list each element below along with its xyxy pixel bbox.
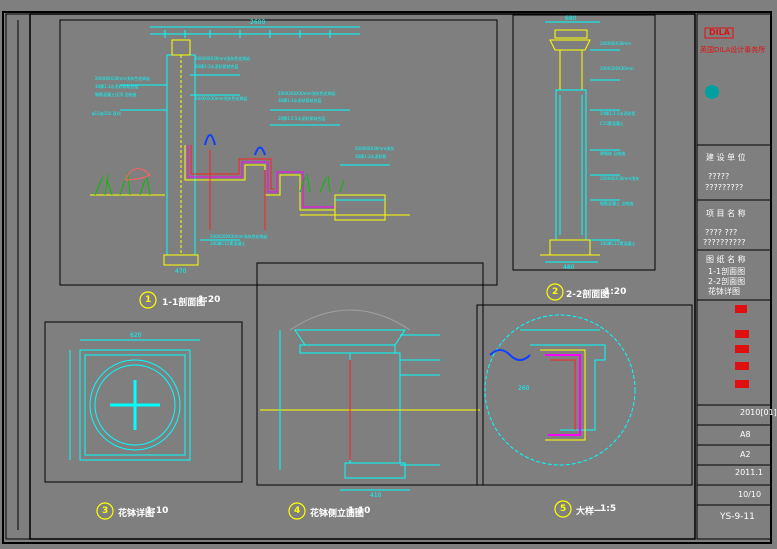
drawing-date: 2011.1 (735, 468, 763, 477)
view-5-title: 大样一 (576, 507, 604, 517)
client-sub: ????????? (705, 183, 744, 192)
dim-1-bottom: 470 (175, 268, 187, 275)
planter-detail (69, 339, 200, 461)
client-name: ????? (708, 172, 730, 181)
view-3-scale: 1:10 (146, 506, 169, 516)
dim-2-top: 680 (565, 15, 577, 22)
dim-2-bottom: 480 (563, 264, 575, 271)
drawing-name-1: 1-1剖面图 (708, 267, 746, 276)
view-1-number: 1 (145, 295, 152, 305)
view-2-title: 2-2剖面图 (566, 290, 610, 300)
svg-text:200X60X30mm浅灰色花岗岩: 200X60X30mm浅灰色花岗岩 (195, 55, 250, 61)
signature-3 (735, 345, 749, 353)
view-3-number: 3 (102, 506, 109, 516)
svg-text:200X60X30mm浅灰: 200X60X30mm浅灰 (355, 145, 394, 151)
svg-text:钢筋混凝土 见结施: 钢筋混凝土 见结施 (600, 200, 633, 206)
block-project-header: 项 目 名 称 (706, 209, 746, 218)
dim-1-top: 2600 (250, 19, 266, 26)
company-name: 英国DILA设计事务所 (700, 46, 766, 54)
svg-text:砖砌体 见结施: 砖砌体 见结施 (600, 150, 625, 156)
version: 10/10 (738, 490, 762, 499)
svg-text:30厚1:3水泥砂浆结合层: 30厚1:3水泥砂浆结合层 (195, 63, 239, 69)
scale-value: A8 (740, 430, 751, 439)
block-client-header: 建 设 单 位 (706, 153, 746, 162)
svg-text:30厚1:3水泥砂浆: 30厚1:3水泥砂浆 (355, 153, 387, 159)
view-5-scale: 1:5 (600, 504, 617, 514)
signature-2 (735, 330, 749, 338)
project-name: ???? ??? (705, 228, 738, 237)
block-drawing-header: 图 纸 名 称 (706, 255, 746, 264)
svg-text:200X200X30mm: 200X200X30mm (600, 66, 634, 71)
view-4-title: 花钵侧立面图 (310, 509, 365, 519)
detail-one (484, 314, 636, 466)
svg-text:100厚C15素混凝土: 100厚C15素混凝土 (600, 240, 636, 246)
drawing-name-2: 2-2剖面图 (708, 277, 746, 286)
view-1-scale: 1:20 (198, 295, 221, 305)
svg-text:100厚C15素混凝土: 100厚C15素混凝土 (210, 240, 246, 246)
signature-1 (735, 305, 747, 313)
section-2-2: 200X60X30mm 200X200X30mm 20厚1:2.5水泥砂浆 C15素… (540, 21, 639, 263)
svg-text:200X60X30mm浅灰色花岗岩: 200X60X30mm浅灰色花岗岩 (95, 75, 150, 81)
dim-3-top: 620 (130, 332, 142, 339)
project-sub: ?????????? (703, 238, 746, 247)
svg-text:C15素混凝土: C15素混凝土 (600, 120, 624, 126)
view-1-title: 1-1剖面图 (162, 298, 206, 308)
svg-text:20X60X30mm浅灰色花岗岩: 20X60X30mm浅灰色花岗岩 (195, 95, 248, 101)
svg-text:钢筋混凝土压顶 见结施: 钢筋混凝土压顶 见结施 (95, 91, 136, 97)
svg-text:200X60X30mm: 200X60X30mm (600, 41, 631, 46)
view-3-title: 花钵详图 (118, 509, 155, 519)
drawing-number: YS-9-11 (720, 512, 755, 522)
svg-text:30厚1:3水泥砂浆结合层: 30厚1:3水泥砂浆结合层 (95, 83, 139, 89)
sheet-size: A2 (740, 450, 751, 459)
svg-text:30厚1:3水泥砂浆结合层: 30厚1:3水泥砂浆结合层 (278, 97, 322, 103)
view-5-number: 5 (560, 504, 567, 514)
section-1-1: 200X60X30mm浅灰色花岗岩 30厚1:3水泥砂浆结合层 钢筋混凝土压顶 … (90, 26, 410, 266)
svg-text:20厚1:2.5水泥砂浆: 20厚1:2.5水泥砂浆 (600, 110, 635, 116)
view-4-number: 4 (294, 506, 301, 516)
signature-4 (735, 362, 749, 370)
company-logo: DILA (709, 28, 730, 37)
view-4-scale: 1:10 (348, 506, 371, 516)
view-2-scale: 1:20 (604, 287, 627, 297)
project-number: 2010[01] (740, 408, 777, 417)
svg-text:200X200X30mm浅灰色花岗岩: 200X200X30mm浅灰色花岗岩 (210, 233, 268, 239)
svg-text:200X200X30mm浅灰色花岗岩: 200X200X30mm浅灰色花岗岩 (278, 90, 336, 96)
drawing-name-3: 花钵详图 (708, 287, 740, 296)
svg-text:φ12@150 双向: φ12@150 双向 (92, 110, 121, 116)
dim-5-left: 260 (518, 385, 530, 392)
svg-text:200X60X30mm浅灰: 200X60X30mm浅灰 (600, 175, 639, 181)
signature-5 (735, 380, 749, 388)
dim-4-bottom: 410 (370, 492, 382, 499)
svg-text:20厚1:2.5水泥砂浆结合层: 20厚1:2.5水泥砂浆结合层 (278, 115, 325, 121)
planter-elevation (260, 309, 480, 491)
view-2-number: 2 (552, 287, 559, 297)
